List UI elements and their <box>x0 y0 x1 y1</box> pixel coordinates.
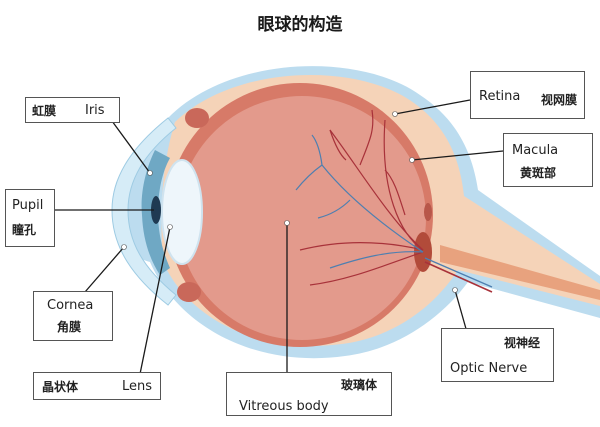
cornea-cn-label: 角膜 <box>57 320 82 334</box>
label-box-vitreous: 玻璃体 Vitreous body <box>226 372 392 416</box>
cornea <box>111 117 177 306</box>
iris-en-label: Iris <box>85 103 105 118</box>
optic-en-label: Optic Nerve <box>450 361 528 376</box>
iris-cn-label: 虹膜 <box>32 104 57 118</box>
label-box-macula: Macula 黄斑部 <box>503 133 593 187</box>
macula-spot <box>424 203 432 221</box>
label-box-pupil: Pupil 瞳孔 <box>5 189 55 247</box>
retina-en-label: Retina <box>479 89 521 104</box>
macula-cn-label: 黄斑部 <box>520 166 557 180</box>
lens-cn-label: 晶状体 <box>42 380 79 394</box>
lens-en-label: Lens <box>122 379 153 394</box>
pupil-cn-label: 瞳孔 <box>12 223 37 237</box>
macula-en-label: Macula <box>512 143 559 158</box>
ciliary-upper <box>185 108 209 128</box>
ciliary-lower <box>177 282 201 302</box>
label-box-lens: 晶状体 Lens <box>33 372 161 400</box>
label-box-retina: Retina 视网膜 <box>470 71 585 119</box>
vitreous-cn-label: 玻璃体 <box>341 378 378 392</box>
retinal-vessels-red <box>299 109 424 286</box>
label-box-cornea: Cornea 角膜 <box>33 291 113 341</box>
vitreous-body <box>178 96 426 340</box>
lens <box>161 159 203 265</box>
optic-vessel-blue <box>424 257 493 288</box>
optic-cn-label: 视神经 <box>504 336 541 350</box>
cornea-en-label: Cornea <box>47 298 94 313</box>
leader-dots <box>121 111 458 293</box>
optic-vessel-red <box>424 261 493 293</box>
label-box-optic-nerve: 视神经 Optic Nerve <box>441 328 554 382</box>
pupil <box>151 196 161 224</box>
optic-nerve <box>440 245 600 300</box>
vitreous-en-label: Vitreous body <box>239 399 329 414</box>
retinal-vessels-blue <box>295 134 424 269</box>
label-box-iris: 虹膜 Iris <box>25 97 120 123</box>
pupil-en-label: Pupil <box>12 198 44 213</box>
diagram-title: 眼球的构造 <box>257 15 343 35</box>
retina-cn-label: 视网膜 <box>541 93 578 107</box>
leader-lines <box>55 99 504 375</box>
